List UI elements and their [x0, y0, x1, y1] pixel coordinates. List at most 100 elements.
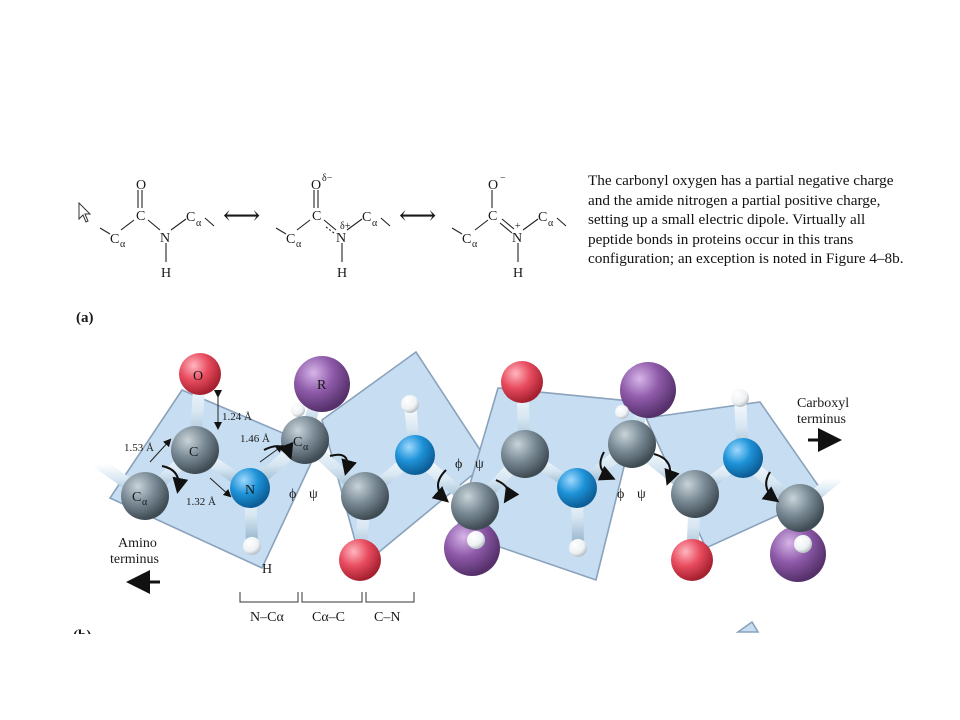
atom-carbon-alpha: [608, 420, 656, 468]
panel-a: (a) O C N H C α C α ⟷: [76, 173, 567, 326]
atom-hydrogen: [401, 395, 419, 413]
atom-nitrogen: [395, 435, 435, 475]
s3-carbon: C: [488, 209, 497, 224]
atom-hydrogen: [467, 531, 485, 549]
s2-hydrogen: H: [337, 266, 347, 281]
panel-b-label: (b): [73, 628, 91, 644]
phi-label-1: ϕ: [289, 487, 296, 502]
s1-oxygen: O: [136, 178, 146, 193]
atom-carbon: [171, 426, 219, 474]
s3-alpha-right: α: [548, 218, 554, 229]
atom-nitrogen: [723, 438, 763, 478]
phi-label-3: ϕ: [617, 487, 624, 502]
caption-text: The carbonyl oxygen has a partial negati…: [588, 172, 904, 268]
resonance-arrow-2: ⟷: [399, 201, 436, 230]
label-calpha-2: C: [293, 435, 302, 450]
atom-carbon-alpha: [776, 484, 824, 532]
atom-carbon-alpha: [451, 482, 499, 530]
s3-alpha-left: α: [472, 239, 478, 250]
s2-calpha-right: C: [362, 210, 371, 225]
psi-label-1: ψ: [309, 487, 318, 502]
s3-oxygen: O: [488, 178, 498, 193]
carboxyl-terminus-line-1: Carboxyl: [797, 396, 849, 411]
backbone-bonds: [94, 368, 842, 566]
bond-type-c-n: C–N: [374, 610, 400, 625]
s1-calpha-left: C: [110, 232, 119, 247]
psi-label-2: ψ: [475, 457, 484, 472]
atom-r-group: [770, 526, 826, 582]
atom-carbon: [501, 430, 549, 478]
atom-hydrogen: [731, 389, 749, 407]
s3-calpha-left: C: [462, 232, 471, 247]
atom-hydrogen: [794, 535, 812, 553]
s2-alpha-right: α: [372, 218, 378, 229]
atom-oxygen: [179, 353, 221, 395]
s1-carbon: C: [136, 209, 145, 224]
s3-nitrogen-charge: +: [515, 221, 521, 232]
bond-length-ca-c: 1.53 Å: [124, 442, 154, 454]
peptide-plane-4: [644, 401, 826, 550]
bond-length-n-ca: 1.46 Å: [240, 433, 270, 445]
resonance-structure-1: [99, 190, 215, 262]
atom-hydrogen: [569, 539, 587, 557]
s2-nitrogen-charge: δ+: [340, 221, 351, 232]
s1-calpha-right: C: [186, 210, 195, 225]
s2-calpha-left: C: [286, 232, 295, 247]
bond-length-c-n: 1.32 Å: [186, 496, 216, 508]
atom-hydrogen: [615, 405, 629, 419]
resonance-structure-2: [275, 190, 391, 262]
resonance-structure-3: [451, 190, 567, 262]
amino-terminus-line-2: terminus: [110, 552, 159, 567]
atom-hydrogen: [291, 403, 305, 417]
label-carbon: C: [189, 445, 198, 460]
resonance-arrow-1: ⟷: [223, 201, 260, 230]
bond-type-calpha-c: Cα–C: [312, 610, 345, 625]
label-nitrogen: N: [245, 483, 255, 498]
atom-carbon: [341, 472, 389, 520]
atom-nitrogen: [557, 468, 597, 508]
peptide-plane-1: [108, 389, 320, 570]
atom-r-group: [444, 520, 500, 576]
s3-oxygen-charge: −: [500, 173, 506, 184]
label-alpha-2: α: [303, 442, 309, 453]
atom-r-group: [620, 362, 676, 418]
panel-b-label-clip: (b): [73, 628, 91, 644]
bond-type-n-calpha: N–Cα: [250, 610, 284, 625]
s2-carbon: C: [312, 209, 321, 224]
s3-hydrogen: H: [513, 266, 523, 281]
peptide-plane-edge: [735, 620, 760, 633]
atom-hydrogen: [243, 537, 261, 555]
bond-type-brackets: [239, 592, 415, 603]
rotation-arrows: [161, 441, 780, 504]
atom-oxygen: [501, 361, 543, 403]
s2-oxygen-charge: δ−: [322, 173, 333, 184]
s1-alpha-right: α: [196, 218, 202, 229]
label-alpha-1: α: [142, 497, 148, 508]
phi-label-2: ϕ: [455, 457, 462, 472]
s3-nitrogen: N: [512, 231, 522, 246]
carboxyl-terminus-line-2: terminus: [797, 412, 846, 427]
psi-label-3: ψ: [637, 487, 646, 502]
atom-oxygen: [339, 539, 381, 581]
s2-nitrogen: N: [336, 231, 346, 246]
peptide-plane-3: [455, 387, 641, 582]
atom-oxygen: [671, 539, 713, 581]
s1-hydrogen: H: [161, 266, 171, 281]
atom-carbon-alpha: [281, 416, 329, 464]
atom-carbon: [671, 470, 719, 518]
s2-oxygen: O: [311, 178, 321, 193]
label-calpha-1: C: [132, 490, 141, 505]
panel-a-label: (a): [76, 310, 94, 326]
label-oxygen: O: [193, 369, 203, 384]
s3-calpha-right: C: [538, 210, 547, 225]
bond-length-c-o: 1.24 Å: [222, 411, 252, 423]
label-r-group: R: [317, 378, 327, 393]
atom-carbon-alpha: [121, 472, 169, 520]
atom-nitrogen: [230, 468, 270, 508]
atom-r-group: [294, 356, 350, 412]
amino-terminus-line-1: Amino: [118, 536, 157, 551]
dimension-arrows: [149, 390, 284, 498]
peptide-plane-2: [321, 350, 490, 568]
